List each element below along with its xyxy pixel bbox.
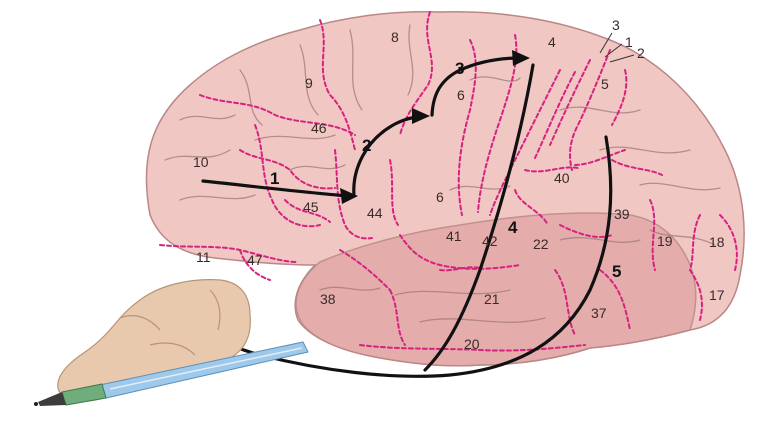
area-label-47: 47 [247,252,263,268]
arrowhead-2 [412,108,430,124]
area-label-38: 38 [320,291,336,307]
step-label-2: 2 [362,136,371,155]
pen-icon [34,341,309,406]
area-label-6-lower: 6 [436,189,444,205]
area-label-17: 17 [709,287,725,303]
area-label-46: 46 [311,120,327,136]
area-label-40: 40 [554,170,570,186]
area-label-3: 3 [612,17,620,33]
area-label-2: 2 [637,45,645,61]
arrowhead-1 [340,188,358,204]
step-label-1: 1 [270,169,279,188]
pathway-arrow-1 [201,179,350,198]
step-label-4: 4 [508,218,518,237]
area-label-8: 8 [391,29,399,45]
area-label-20: 20 [464,336,480,352]
area-label-41: 41 [446,228,462,244]
area-label-42: 42 [482,233,498,249]
area-label-18: 18 [709,234,725,250]
area-label-1: 1 [625,34,633,50]
pathway-line-4 [423,63,535,372]
area-label-37: 37 [591,305,607,321]
area-label-44: 44 [367,205,383,221]
area-label-4: 4 [548,34,556,50]
area-label-45: 45 [303,199,319,215]
step-label-5: 5 [612,262,621,281]
leader-lines [599,32,635,63]
area-label-39: 39 [614,206,630,222]
area-label-19: 19 [657,233,673,249]
area-label-6-upper: 6 [457,87,465,103]
area-label-21: 21 [484,291,500,307]
area-label-10: 10 [193,154,209,170]
area-boundaries [159,11,738,352]
step-labels: 1 2 3 4 5 [270,59,621,281]
area-label-9: 9 [305,75,313,91]
pen-grip [61,383,107,406]
pen-tip [38,392,66,406]
area-label-5: 5 [601,76,609,92]
area-labels: 8 9 46 10 45 44 47 11 6 6 4 3 1 2 5 40 3… [193,17,725,352]
area-label-22: 22 [533,236,549,252]
pathway-arrow-3 [430,56,522,117]
area-label-11: 11 [196,249,211,265]
step-label-3: 3 [455,59,464,78]
arrowhead-3 [512,50,530,66]
